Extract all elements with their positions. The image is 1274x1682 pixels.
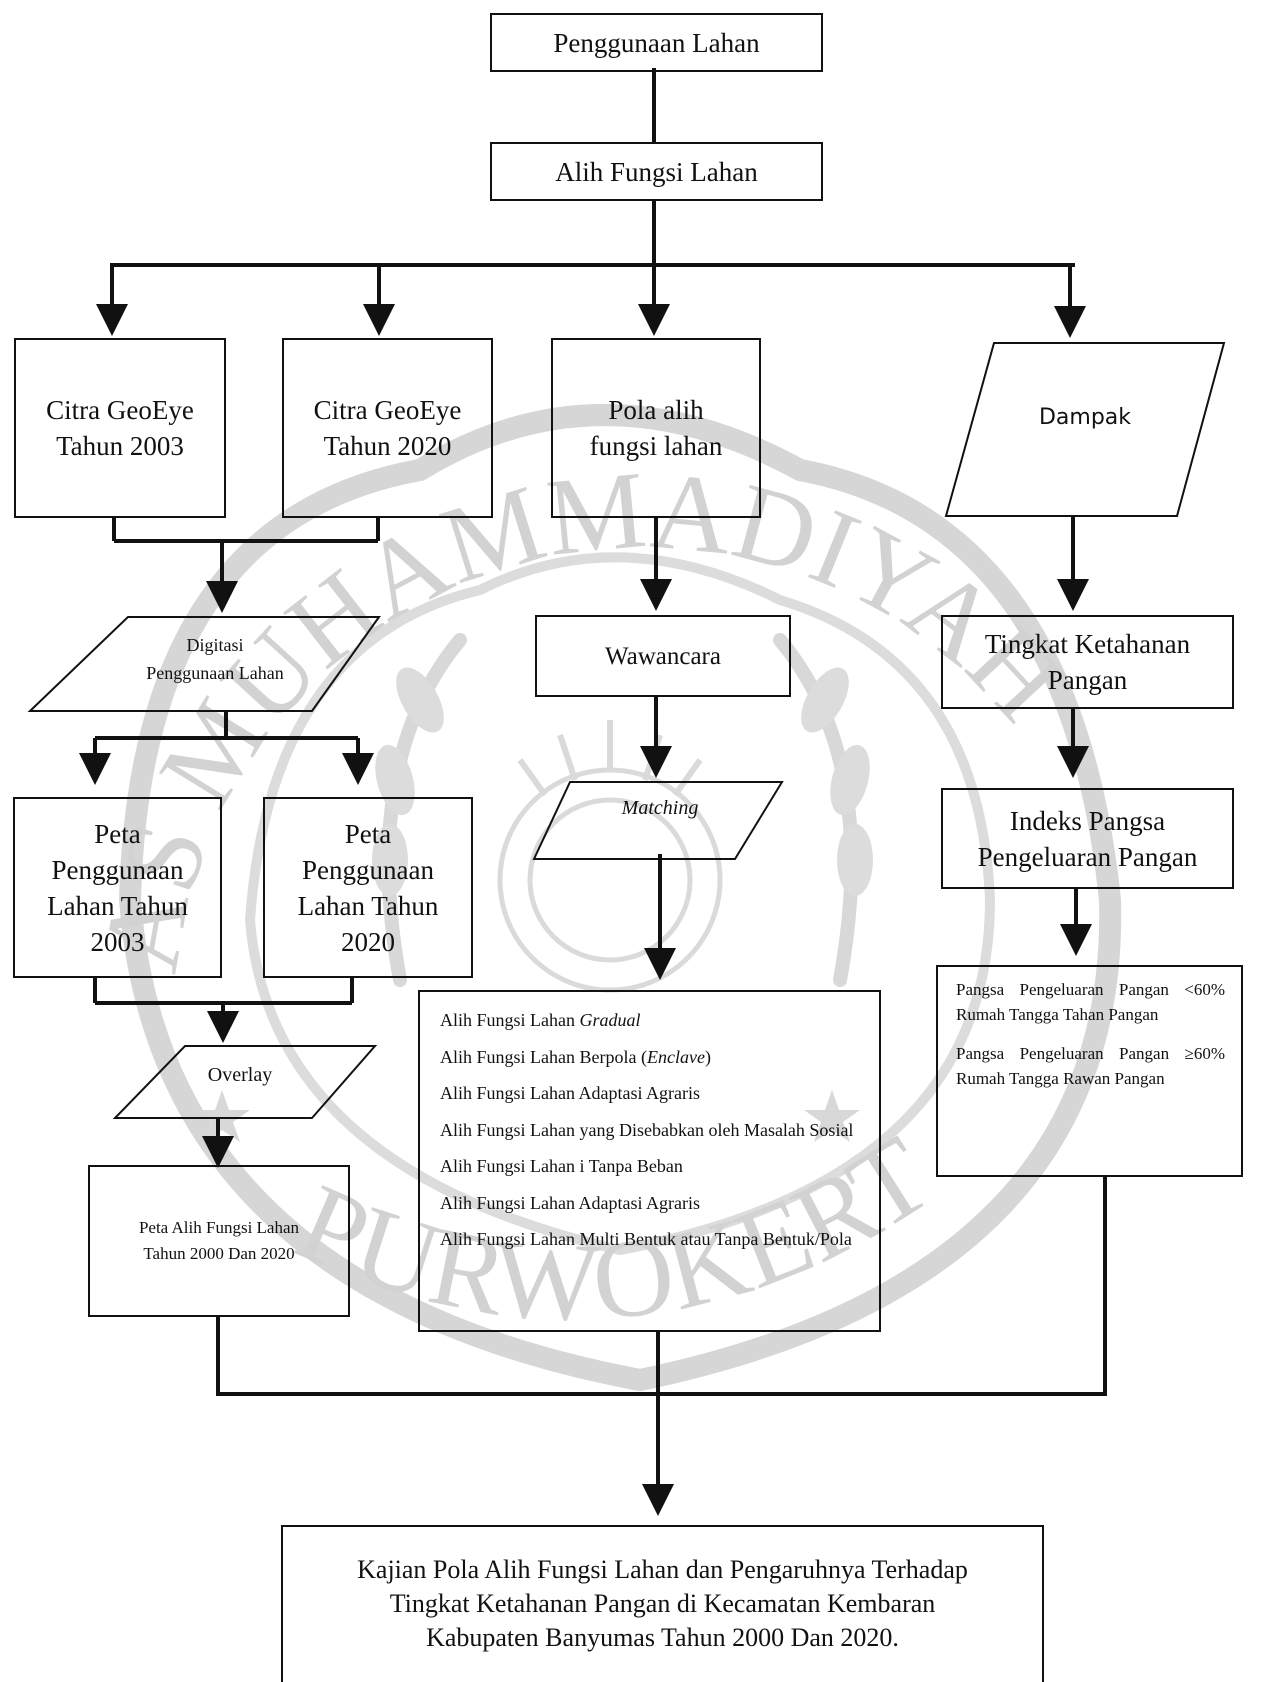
pola-alih-fungsi-list: Alih Fungsi Lahan Gradual Alih Fungsi La… (418, 990, 881, 1332)
tingkat-line1: Tingkat Ketahanan (984, 629, 1191, 659)
citra-2003-line2: Tahun 2003 (56, 431, 184, 461)
matching-shape (532, 781, 784, 860)
node-penggunaan-lahan: Penggunaan Lahan (490, 13, 823, 72)
peta-2020-line2: Penggunaan (302, 854, 434, 885)
node-digitasi-label: Digitasi Penggunaan Lahan (110, 631, 320, 687)
citra-2020-line2: Tahun 2020 (323, 431, 452, 461)
list-item: Alih Fungsi Lahan yang Disebabkan oleh M… (440, 1119, 854, 1140)
overlay-shape (112, 1045, 378, 1119)
list-item: Alih Fungsi Lahan Adaptasi Agraris (440, 1192, 700, 1213)
kajian-line3: Kabupaten Banyumas Tahun 2000 Dan 2020. (426, 1623, 899, 1652)
tingkat-line2: Pangan (1047, 665, 1128, 695)
pangsa-pengeluaran-box: Pangsa Pengeluaran Pangan <60% Rumah Tan… (936, 965, 1243, 1177)
peta-alih-line1: Peta Alih Fungsi Lahan (138, 1218, 300, 1237)
kajian-line1: Kajian Pola Alih Fungsi Lahan dan Pengar… (357, 1555, 968, 1584)
node-matching-label: Matching (621, 797, 699, 819)
digitasi-line2: Penggunaan Lahan (146, 663, 284, 683)
peta-2003-line4: 2003 (90, 926, 145, 957)
citra-2003-line1: Citra GeoEye (46, 395, 194, 425)
node-alih-fungsi-lahan: Alih Fungsi Lahan (490, 142, 823, 201)
node-peta-2003: Peta Penggunaan Lahan Tahun 2003 (13, 797, 222, 978)
pola-line2: fungsi lahan (589, 431, 723, 461)
node-alih-fungsi-lahan-label: Alih Fungsi Lahan (555, 156, 758, 187)
indeks-line2: Pengeluaran Pangan (977, 841, 1198, 872)
pangsa-rawan-pangan: Pangsa Pengeluaran Pangan ≥60% Rumah Tan… (956, 1044, 1225, 1088)
peta-2020-line1: Peta (344, 818, 392, 849)
node-indeks-pangsa: Indeks Pangsa Pengeluaran Pangan (941, 788, 1234, 889)
node-kajian-conclusion: Kajian Pola Alih Fungsi Lahan dan Pengar… (281, 1525, 1044, 1682)
peta-2003-line2: Penggunaan (51, 854, 184, 885)
peta-alih-line2: Tahun 2000 Dan 2020 (143, 1244, 295, 1263)
dampak-shape (944, 342, 1226, 517)
node-dampak-label: Dampak (1038, 405, 1132, 430)
pangsa-tahan-pangan: Pangsa Pengeluaran Pangan <60% Rumah Tan… (956, 980, 1225, 1024)
peta-2020-line3: Lahan Tahun (297, 890, 439, 921)
node-penggunaan-lahan-label: Penggunaan Lahan (553, 27, 760, 58)
digitasi-line1: Digitasi (186, 635, 244, 655)
digitasi-shape (27, 616, 381, 712)
node-peta-alih-fungsi: Peta Alih Fungsi Lahan Tahun 2000 Dan 20… (88, 1165, 350, 1317)
node-overlay-label: Overlay (207, 1064, 273, 1086)
list-item: Alih Fungsi Lahan Adaptasi Agraris (440, 1083, 700, 1103)
list-item: Alih Fungsi Lahan i Tanpa Beban (440, 1156, 683, 1176)
peta-2020-line4: 2020 (340, 926, 395, 957)
peta-2003-line1: Peta (94, 818, 141, 849)
node-peta-2020: Peta Penggunaan Lahan Tahun 2020 (263, 797, 473, 978)
citra-2020-line1: Citra GeoEye (313, 395, 462, 425)
node-wawancara: Wawancara (535, 615, 791, 697)
node-citra-2003: Citra GeoEye Tahun 2003 (14, 338, 226, 518)
list-item: Alih Fungsi Lahan Gradual (440, 1010, 641, 1030)
peta-2003-line3: Lahan Tahun (47, 890, 188, 921)
node-citra-2020: Citra GeoEye Tahun 2020 (282, 338, 493, 518)
node-tingkat-ketahanan: Tingkat Ketahanan Pangan (941, 615, 1234, 709)
kajian-line2: Tingkat Ketahanan Pangan di Kecamatan Ke… (389, 1589, 936, 1618)
list-item: Alih Fungsi Lahan Berpola (Enclave) (440, 1046, 711, 1067)
list-item: Alih Fungsi Lahan Multi Bentuk atau Tanp… (440, 1229, 852, 1249)
pola-line1: Pola alih (608, 395, 704, 425)
indeks-line1: Indeks Pangsa (1009, 805, 1166, 836)
wawancara-label: Wawancara (605, 642, 721, 670)
node-pola-alih-fungsi: Pola alih fungsi lahan (551, 338, 761, 518)
